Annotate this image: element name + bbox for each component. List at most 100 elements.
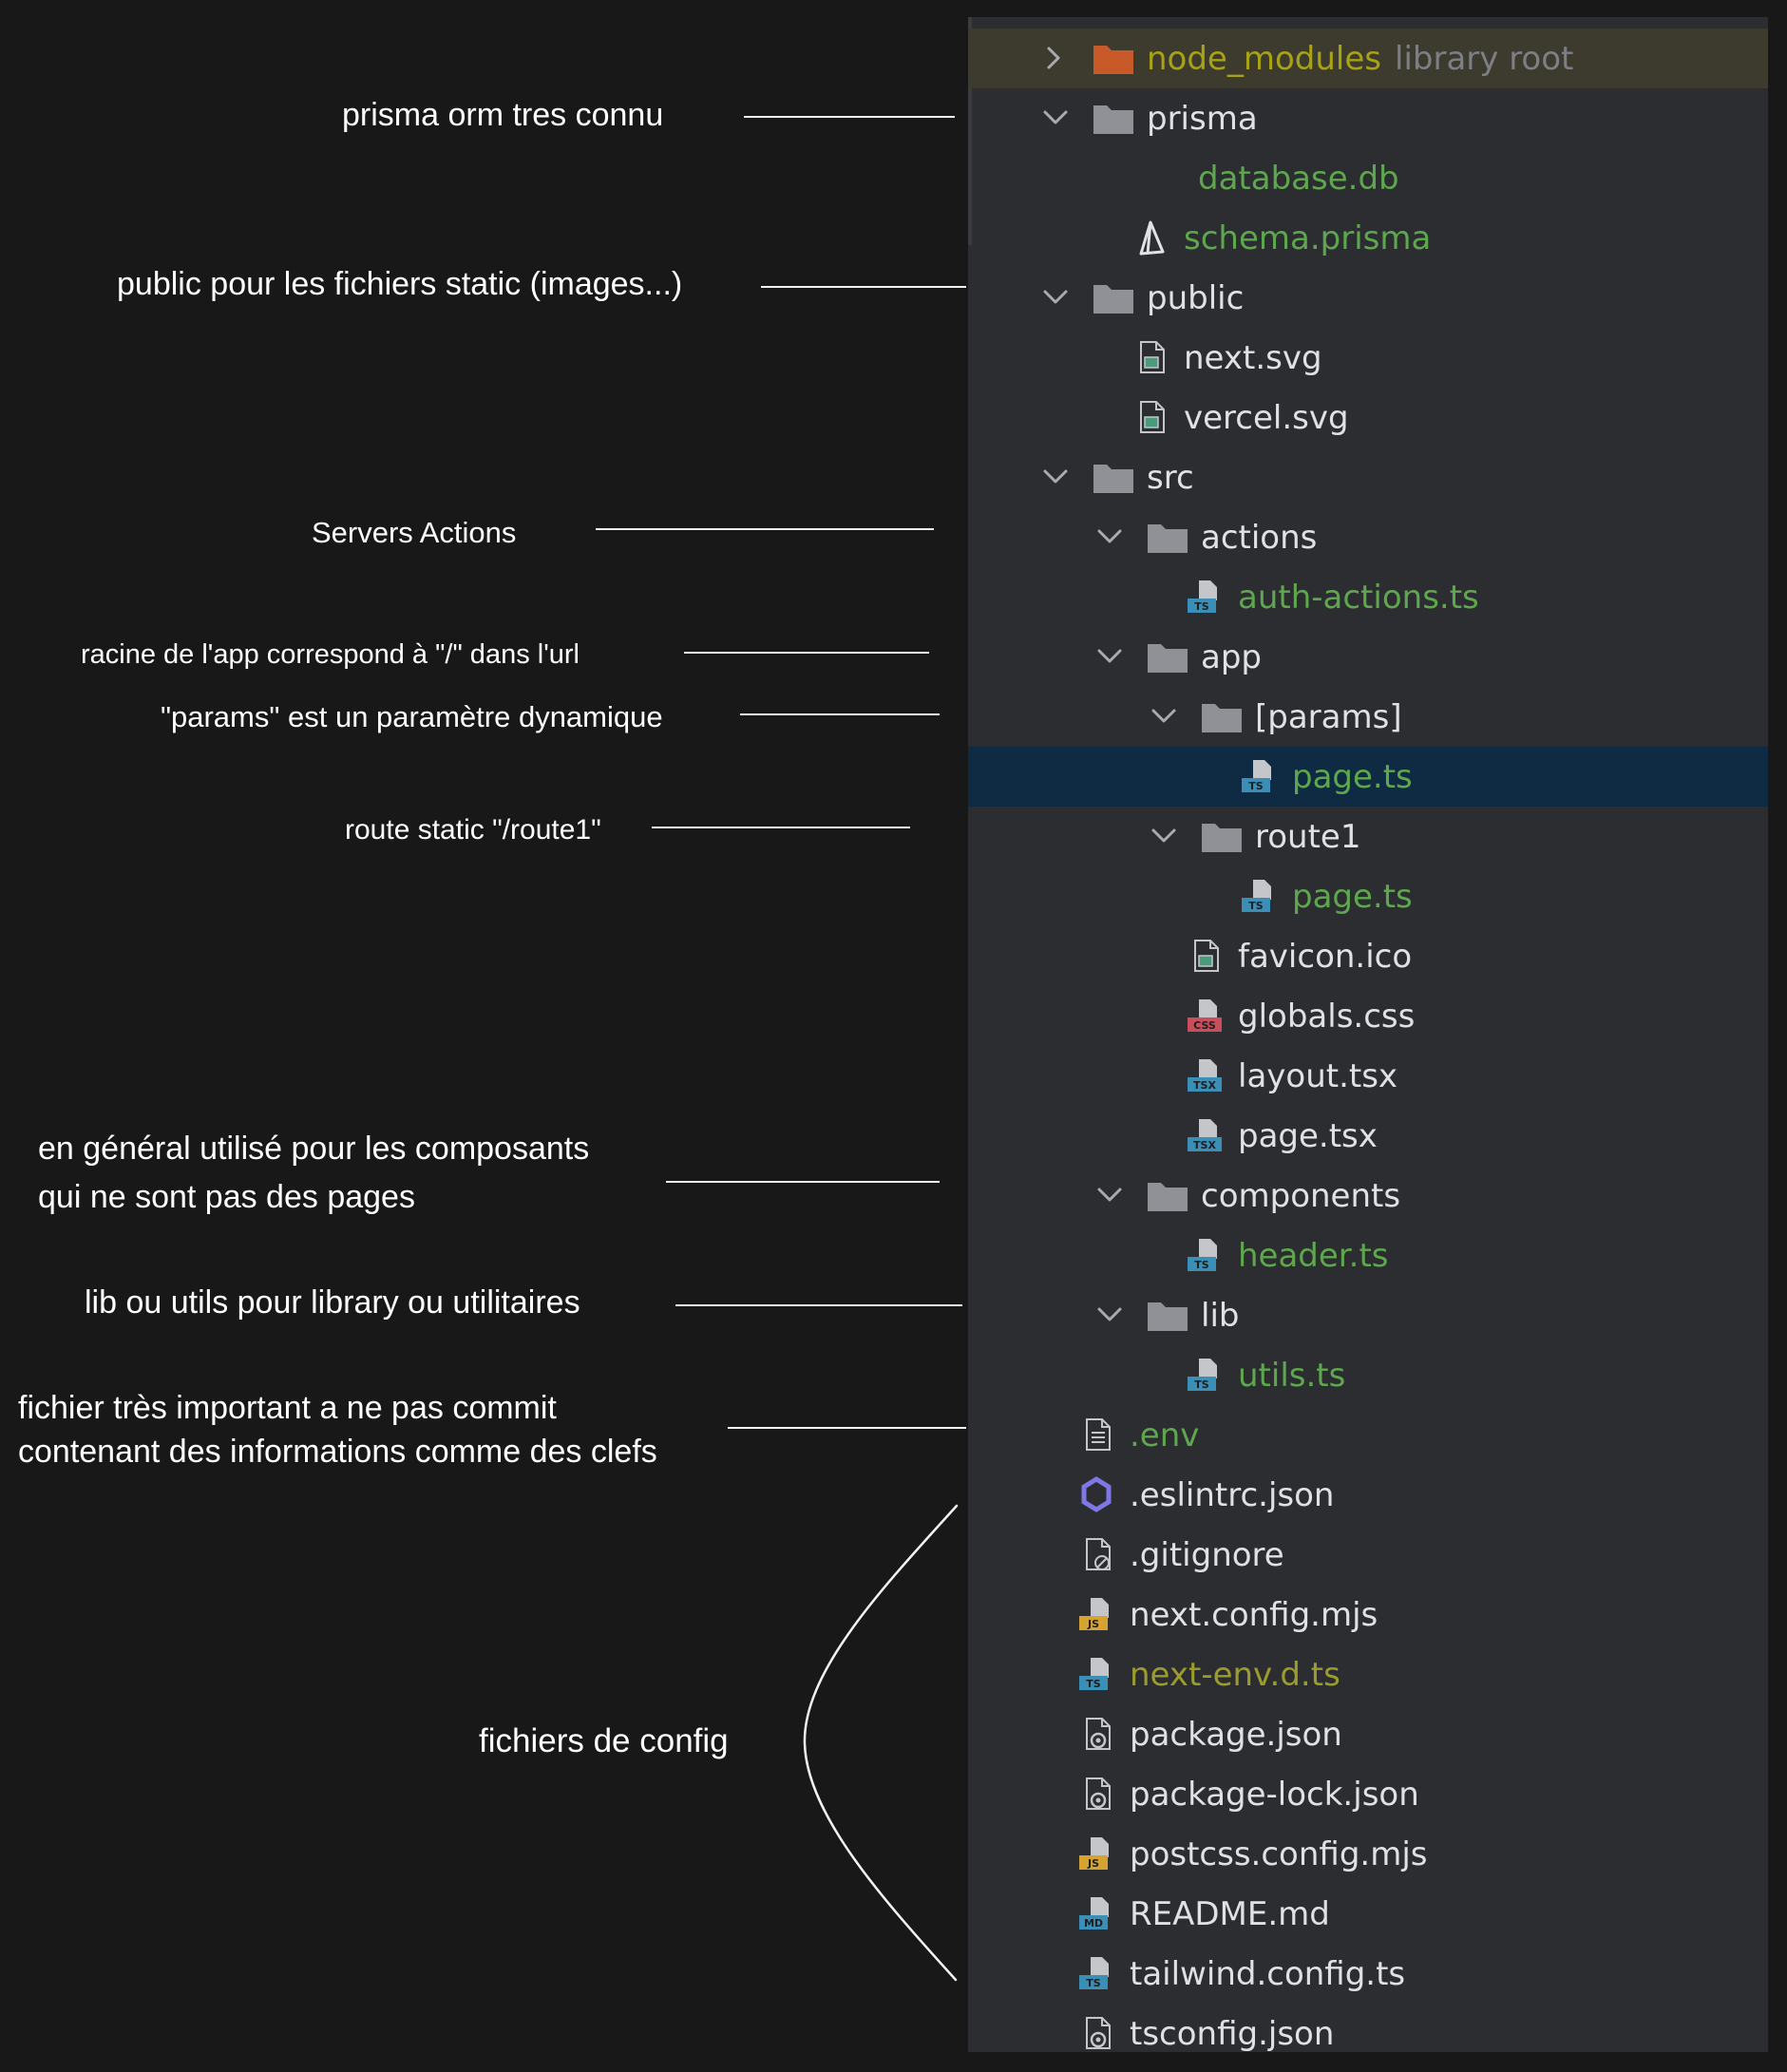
tree-row-readme-md[interactable]: MD README.md	[968, 1884, 1768, 1944]
svg-text:TS: TS	[1248, 780, 1264, 792]
tree-row-lib[interactable]: lib	[968, 1285, 1768, 1345]
svg-text:TS: TS	[1194, 1378, 1209, 1391]
folder-icon	[1200, 818, 1245, 856]
tree-row-label: route1	[1255, 818, 1361, 856]
tree-row-label: page.ts	[1292, 878, 1413, 916]
tree-row-label: public	[1147, 279, 1245, 317]
tree-row-label: .env	[1130, 1416, 1200, 1454]
annotation-actions: Servers Actions	[312, 516, 517, 549]
svg-text:JS: JS	[1087, 1618, 1099, 1630]
tree-row-label: README.md	[1130, 1895, 1330, 1933]
library-root-label: library root	[1395, 40, 1574, 78]
tree-row-label: .eslintrc.json	[1130, 1476, 1335, 1514]
tree-row-label: auth-actions.ts	[1238, 579, 1479, 617]
chevron-down-icon[interactable]	[1149, 807, 1177, 866]
tree-row-schema-prisma[interactable]: schema.prisma	[968, 208, 1768, 268]
chevron-down-icon[interactable]	[1040, 268, 1069, 328]
tree-row-params[interactable]: [params]	[968, 687, 1768, 747]
svg-text:MD: MD	[1084, 1917, 1103, 1929]
tree-row-node-modules[interactable]: node_modules library root	[968, 29, 1768, 88]
tree-row-actions[interactable]: actions	[968, 507, 1768, 567]
annotation-line-route1	[652, 827, 910, 828]
tree-row-label: tsconfig.json	[1130, 2015, 1335, 2052]
tree-row-auth-actions-ts[interactable]: TS auth-actions.ts	[968, 567, 1768, 627]
tree-row-tsconfig-json[interactable]: tsconfig.json	[968, 2004, 1768, 2052]
svg-text:TS: TS	[1194, 600, 1209, 613]
annotation-public: public pour les fichiers static (images.…	[117, 266, 683, 302]
typescript-file-icon: TS	[1186, 1357, 1231, 1395]
image-file-icon	[1131, 339, 1177, 377]
prisma-icon	[1131, 219, 1177, 257]
css-file-icon: CSS	[1186, 998, 1231, 1036]
annotation-line-app-root	[684, 652, 929, 654]
tree-row-prisma[interactable]: prisma	[968, 88, 1768, 148]
annotation-line-params	[740, 713, 940, 715]
javascript-file-icon: JS	[1077, 1835, 1123, 1873]
tree-row-label: utils.ts	[1238, 1357, 1346, 1395]
tree-row-page-ts[interactable]: TS page.ts	[968, 747, 1768, 807]
tree-row-public[interactable]: public	[968, 268, 1768, 328]
typescript-file-icon: TS	[1240, 758, 1285, 796]
chevron-down-icon[interactable]	[1040, 88, 1069, 148]
tree-row-components[interactable]: components	[968, 1166, 1768, 1226]
tree-row-database-db[interactable]: database.db	[968, 148, 1768, 208]
annotation-params: "params" est un paramètre dynamique	[161, 700, 663, 733]
tree-row-label: page.ts	[1292, 758, 1413, 796]
tree-row-route1[interactable]: route1	[968, 807, 1768, 866]
folder-icon	[1092, 100, 1137, 138]
annotation-line-lib	[675, 1304, 962, 1306]
tree-row-app[interactable]: app	[968, 627, 1768, 687]
tree-row-gitignore[interactable]: .gitignore	[968, 1525, 1768, 1585]
tree-row-label: postcss.config.mjs	[1130, 1835, 1428, 1873]
tree-row-label: node_modules	[1147, 40, 1381, 78]
annotation-line-env	[728, 1427, 966, 1429]
annotation-env-line1: fichier très important a ne pas commit	[18, 1390, 557, 1426]
folder-icon	[1146, 1297, 1191, 1335]
tree-scrollbar[interactable]	[968, 17, 972, 245]
annotation-config: fichiers de config	[479, 1722, 729, 1759]
tree-row-label: components	[1201, 1177, 1401, 1215]
chevron-right-icon[interactable]	[1040, 29, 1069, 88]
annotation-line-public	[761, 286, 966, 288]
chevron-down-icon[interactable]	[1094, 627, 1123, 687]
tree-row-label: vercel.svg	[1184, 399, 1349, 437]
json-file-icon	[1077, 1776, 1123, 1814]
tree-row-label: header.ts	[1238, 1237, 1389, 1275]
tree-row-vercel-svg[interactable]: vercel.svg	[968, 388, 1768, 447]
tree-row-env[interactable]: .env	[968, 1405, 1768, 1465]
tree-row-package-json[interactable]: package.json	[968, 1704, 1768, 1764]
folder-icon	[1146, 1177, 1191, 1215]
tree-row-favicon-ico[interactable]: favicon.ico	[968, 926, 1768, 986]
chevron-down-icon[interactable]	[1149, 687, 1177, 747]
tree-row-label: next.svg	[1184, 339, 1322, 377]
tree-row-label: .gitignore	[1130, 1536, 1284, 1574]
chevron-down-icon[interactable]	[1094, 1285, 1123, 1345]
tree-row-label: app	[1201, 638, 1262, 676]
tree-row-utils-ts[interactable]: TS utils.ts	[968, 1345, 1768, 1405]
tree-row-label: src	[1147, 459, 1194, 497]
tree-row-eslintrc-json[interactable]: .eslintrc.json	[968, 1465, 1768, 1525]
annotation-line-actions	[596, 528, 934, 530]
tree-row-label: globals.css	[1238, 998, 1416, 1036]
tree-row-label: package.json	[1130, 1716, 1342, 1754]
annotation-env-line2: contenant des informations comme des cle…	[18, 1433, 657, 1470]
tree-row-next-svg[interactable]: next.svg	[968, 328, 1768, 388]
chevron-down-icon[interactable]	[1094, 507, 1123, 567]
tree-row-package-lock-json[interactable]: package-lock.json	[968, 1764, 1768, 1824]
chevron-down-icon[interactable]	[1040, 447, 1069, 507]
typescript-file-icon: TS	[1077, 1656, 1123, 1694]
chevron-down-icon[interactable]	[1094, 1166, 1123, 1226]
tree-row-label: actions	[1201, 519, 1318, 557]
folder-icon	[1092, 459, 1137, 497]
tree-row-src[interactable]: src	[968, 447, 1768, 507]
